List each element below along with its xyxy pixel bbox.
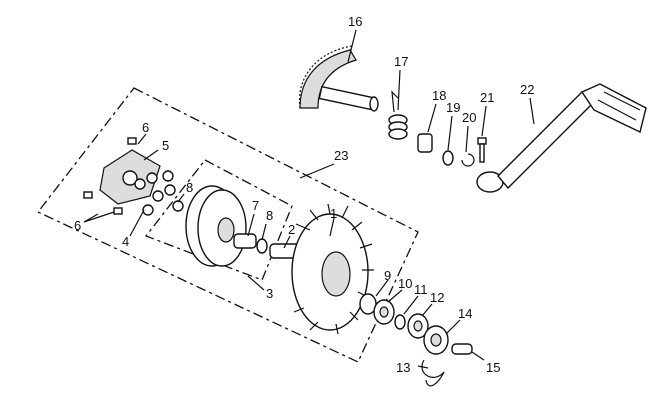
- part-12-ratchet: [407, 313, 429, 339]
- callout-5: 5: [162, 138, 169, 153]
- part-4-rollers: [134, 170, 176, 216]
- callout-8-right: 8: [266, 208, 273, 223]
- part-8-roller-a: [172, 200, 184, 212]
- callout-11: 11: [414, 282, 428, 297]
- callout-12: 12: [430, 290, 444, 305]
- callout-4: 4: [122, 234, 129, 249]
- callout-2: 2: [288, 222, 295, 237]
- callout-18: 18: [432, 88, 446, 103]
- part-22-kick-lever: [476, 83, 647, 193]
- assembly-boundary-3: [144, 159, 293, 281]
- callout-1: 1: [330, 206, 337, 221]
- callout-15: 15: [486, 360, 500, 375]
- callout-13: 13: [396, 360, 410, 375]
- part-7-collar: [233, 233, 257, 249]
- part-21-bolt: [477, 137, 487, 163]
- callout-8-left: 8: [186, 180, 193, 195]
- callout-10: 10: [398, 276, 412, 291]
- part-19-washer: [442, 150, 454, 166]
- assembly-boundary-23: [36, 87, 419, 363]
- part-20-clip: [461, 153, 475, 167]
- part-3-pulley: [185, 185, 247, 267]
- part-5-cam-plate: [99, 149, 161, 205]
- part-17-spring: [388, 90, 408, 140]
- part-14-ratchet-gear: [423, 325, 449, 355]
- part-11-washer: [394, 314, 406, 330]
- callout-22: 22: [520, 82, 534, 97]
- callout-9: 9: [384, 268, 391, 283]
- callout-23: 23: [334, 148, 348, 163]
- part-10-nut: [373, 299, 395, 325]
- leader-lines: [83, 29, 535, 369]
- part-15-pin: [451, 343, 473, 355]
- part-6-sliders: [83, 137, 137, 215]
- part-18-bushing: [417, 133, 433, 153]
- part-13-spring-clip: [421, 359, 445, 387]
- callout-3: 3: [266, 286, 273, 301]
- part-1-fan-drive-face: [291, 203, 374, 335]
- callout-6-bottom: 6: [74, 218, 81, 233]
- callout-14: 14: [458, 306, 472, 321]
- part-8-spacer-b: [256, 238, 268, 254]
- callout-17: 17: [394, 54, 408, 69]
- callout-7: 7: [252, 198, 259, 213]
- callout-19: 19: [446, 100, 460, 115]
- callout-20: 20: [462, 110, 476, 125]
- callout-21: 21: [480, 90, 494, 105]
- callout-16: 16: [348, 14, 362, 29]
- part-16-kick-gear: [298, 45, 379, 112]
- callout-6-top: 6: [142, 120, 149, 135]
